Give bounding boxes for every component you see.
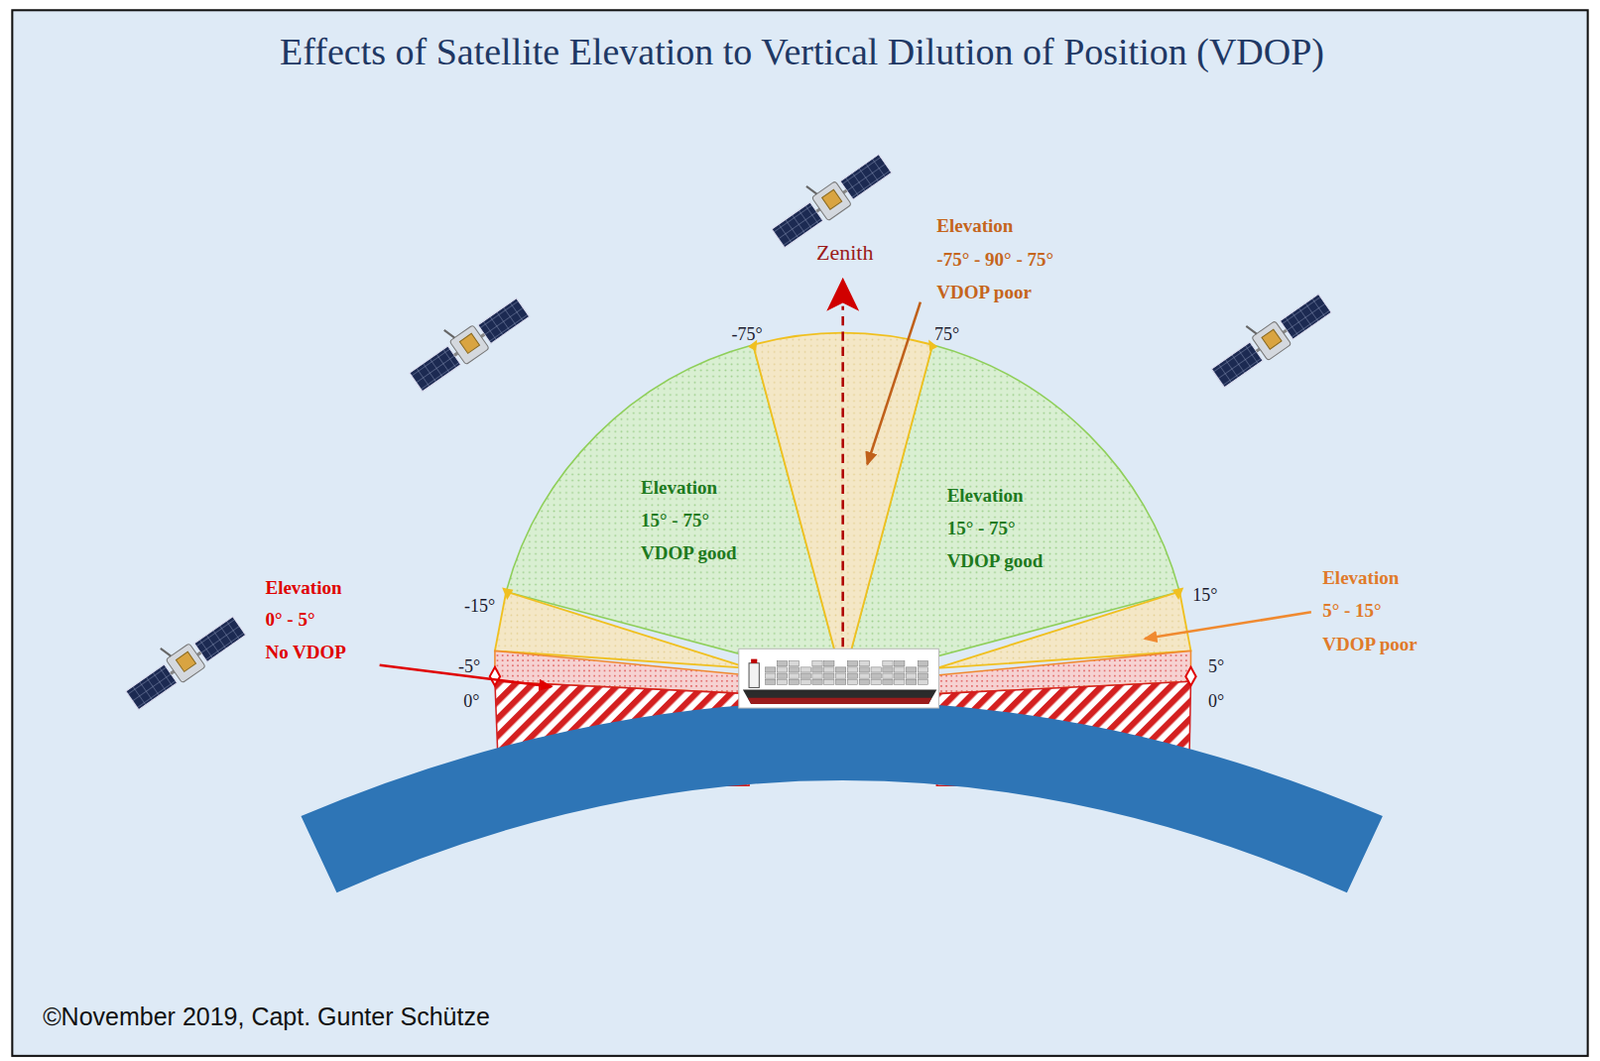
zone-text: VDOP good (947, 550, 1044, 572)
container-box (894, 673, 905, 679)
container-box (812, 661, 823, 667)
angle-label: -75° (731, 326, 762, 347)
container-box (917, 679, 928, 685)
container-box (870, 667, 881, 673)
container-box (847, 661, 858, 667)
container-box (882, 679, 893, 685)
zone-text: 0° - 5° (264, 610, 315, 631)
container-box (788, 679, 799, 685)
container-box (812, 667, 823, 673)
satellite (400, 285, 531, 394)
arc-tip (1172, 588, 1184, 601)
frame (11, 9, 1588, 1057)
container-box (847, 667, 858, 673)
zone-text: VDOP poor (936, 282, 1032, 304)
satellite (117, 604, 247, 713)
earth-surface (300, 701, 1382, 893)
zone-text: Elevation (640, 477, 718, 498)
angle-label: 0° (463, 692, 480, 713)
zone-text: Elevation (264, 577, 342, 599)
container-box (859, 673, 869, 679)
container-box (836, 667, 847, 673)
container-box (800, 673, 811, 679)
container-box (812, 679, 823, 685)
arc-tip (501, 588, 513, 601)
angle-label: 75° (934, 326, 960, 347)
zone-text: VDOP poor (1322, 634, 1418, 656)
container-box (859, 679, 869, 685)
satellite (762, 141, 893, 250)
container-box (905, 667, 916, 673)
zone-text: 15° - 75° (640, 509, 710, 531)
container-box (776, 679, 787, 685)
container-box (824, 673, 835, 679)
zone-text: Elevation (936, 216, 1013, 238)
container-box (917, 667, 928, 673)
container-box (882, 661, 893, 667)
zone-text: 15° - 75° (947, 517, 1016, 539)
container-ship (738, 648, 940, 709)
container-box (917, 673, 928, 679)
zone-text: 5° - 15° (1322, 601, 1382, 622)
container-box (765, 679, 776, 685)
container-box (836, 673, 847, 679)
title: Effects of Satellite Elevation to Vertic… (279, 32, 1325, 75)
container-box (800, 679, 811, 685)
container-box (847, 673, 858, 679)
container-box (859, 667, 869, 673)
zone-text: -75° - 90° - 75° (936, 249, 1054, 271)
container-box (859, 661, 869, 667)
container-box (824, 661, 835, 667)
angle-label: 15° (1192, 586, 1218, 607)
angle-label: 0° (1208, 692, 1225, 713)
zenith-label: Zenith (816, 241, 873, 265)
zone-text: No VDOP (264, 642, 346, 664)
container-box (776, 667, 787, 673)
container-box (824, 667, 835, 673)
zenith-arrowhead (826, 277, 860, 312)
container-box (882, 667, 893, 673)
zone-text: Elevation (1322, 568, 1399, 590)
zone-text: VDOP good (640, 542, 738, 564)
end-marker (490, 667, 500, 687)
container-box (765, 673, 776, 679)
satellite (1202, 281, 1333, 390)
container-box (812, 673, 823, 679)
angle-label: 5° (1208, 657, 1225, 678)
container-box (788, 667, 799, 673)
container-box (824, 679, 835, 685)
container-box (917, 661, 928, 667)
container-box (800, 667, 811, 673)
zone-text: Elevation (947, 485, 1024, 506)
container-box (894, 661, 905, 667)
angle-label: -15° (464, 597, 495, 617)
container-box (836, 679, 847, 685)
leader-arrow (1144, 612, 1312, 639)
leader-arrow (866, 302, 920, 466)
end-marker (1185, 667, 1196, 687)
container-box (847, 679, 858, 685)
container-box (788, 661, 799, 667)
container-box (870, 679, 881, 685)
zenith-line (841, 306, 845, 648)
container-box (882, 673, 893, 679)
container-box (776, 673, 787, 679)
angle-label: -5° (458, 657, 481, 678)
container-box (894, 679, 905, 685)
container-box (894, 667, 905, 673)
container-box (788, 673, 799, 679)
caption: ©November 2019, Capt. Gunter Schütze (42, 1003, 491, 1032)
container-box (905, 673, 916, 679)
container-box (870, 673, 881, 679)
container-box (765, 667, 776, 673)
container-box (905, 679, 916, 685)
container-box (776, 661, 787, 667)
